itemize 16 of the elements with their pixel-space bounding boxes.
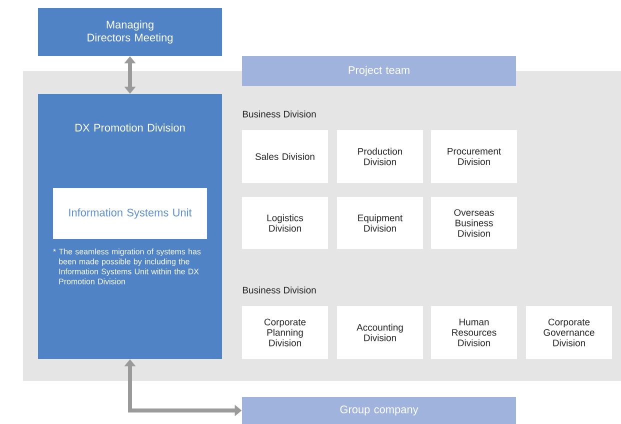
division-box: Human Resources Division bbox=[431, 306, 517, 359]
division-box: Production Division bbox=[337, 130, 423, 183]
banner-box: Project team bbox=[242, 56, 516, 86]
division-box: Overseas Business Division bbox=[431, 197, 517, 249]
division-box: Logistics Division bbox=[242, 197, 328, 249]
division-box: Sales Division bbox=[242, 130, 328, 183]
title-box: Managing Directors Meeting bbox=[38, 8, 222, 56]
division-box: Equipment Division bbox=[337, 197, 423, 249]
division-box: Corporate Planning Division bbox=[242, 306, 328, 359]
banner-box: Group company bbox=[242, 397, 516, 424]
section-heading: Business Division bbox=[242, 110, 316, 118]
unit-box: Information Systems Unit bbox=[53, 188, 207, 239]
division-box: Procurement Division bbox=[431, 130, 517, 183]
division-box: Accounting Division bbox=[337, 306, 423, 359]
section-heading: Business Division bbox=[242, 286, 316, 294]
division-box: Corporate Governance Division bbox=[526, 306, 612, 359]
